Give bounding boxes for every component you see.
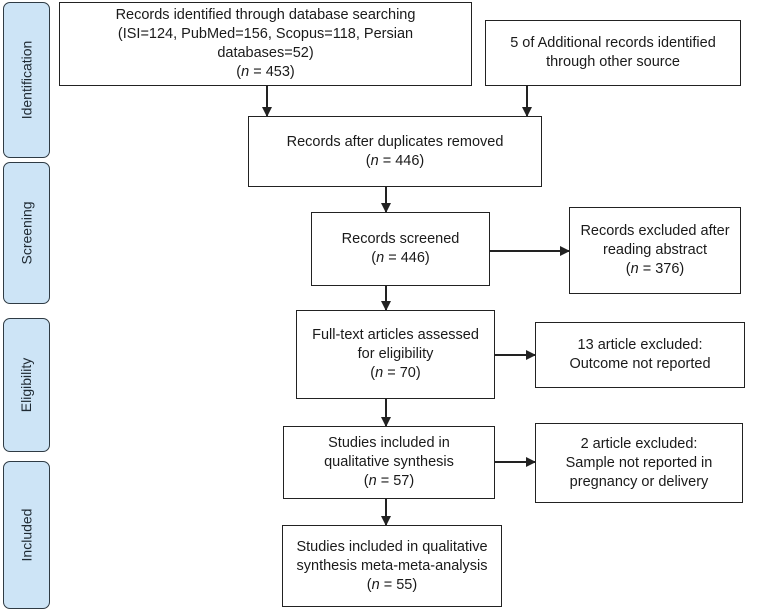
db-search-n: (n = 453) — [236, 64, 295, 80]
excluded-abstract-n: (n = 376) — [625, 261, 685, 277]
excluded-outcome-line1: 13 article excluded: — [577, 337, 703, 353]
db-search-line2: (ISI=124, PubMed=156, Scopus=118, Persia… — [117, 26, 414, 42]
other-source-line1: 5 of Additional records identified — [510, 35, 716, 51]
phase-identification: Identification — [3, 2, 50, 158]
box-excluded-abstract: Records excluded after reading abstract … — [569, 207, 741, 294]
db-search-line3: databases=52) — [217, 45, 314, 61]
box-records-screened: Records screened (n = 446) — [311, 212, 490, 286]
excluded-abstract-line1: Records excluded after — [580, 223, 730, 239]
meta-analysis-line2: synthesis meta-meta-analysis — [296, 557, 488, 574]
duplicates-removed-line1: Records after duplicates removed — [286, 133, 504, 150]
excluded-abstract-n-value: 376 — [655, 261, 680, 277]
box-meta-analysis: Studies included in qualitative synthesi… — [282, 525, 502, 607]
meta-analysis-n: (n = 55) — [366, 576, 418, 593]
db-search-n-value: 453 — [265, 64, 290, 80]
qualitative-n: (n = 57) — [363, 473, 415, 489]
excluded-sample-line3: pregnancy or delivery — [569, 473, 709, 490]
excluded-sample-line1: 2 article excluded: — [580, 435, 698, 452]
full-text-line1: Full-text articles assessed — [312, 327, 479, 343]
meta-analysis-n-value: 55 — [396, 576, 413, 593]
excluded-abstract-line2: reading abstract — [603, 242, 707, 258]
phase-screening: Screening — [3, 162, 50, 304]
box-full-text-assessed: Full-text articles assessed for eligibil… — [296, 310, 495, 399]
excluded-sample-line2: Sample not reported in — [565, 454, 713, 471]
box-other-source: 5 of Additional records identified throu… — [485, 20, 741, 86]
box-excluded-sample: 2 article excluded: Sample not reported … — [535, 423, 743, 503]
meta-analysis-line1: Studies included in qualitative — [296, 538, 488, 555]
box-database-search: Records identified through database sear… — [59, 2, 472, 86]
box-qualitative-synthesis: Studies included in qualitative synthesi… — [283, 426, 495, 499]
screened-n-value: 446 — [400, 250, 425, 266]
qualitative-n-value: 57 — [393, 473, 410, 489]
qualitative-line1: Studies included in — [328, 435, 450, 451]
full-text-line2: for eligibility — [357, 346, 434, 362]
full-text-n: (n = 70) — [370, 365, 421, 381]
qualitative-line2: qualitative synthesis — [324, 454, 454, 470]
screened-line1: Records screened — [341, 231, 460, 247]
box-duplicates-removed: Records after duplicates removed (n = 44… — [248, 116, 542, 187]
duplicates-removed-n: (n = 446) — [365, 152, 425, 169]
box-excluded-outcome: 13 article excluded: Outcome not reporte… — [535, 322, 745, 388]
full-text-n-value: 70 — [399, 365, 416, 381]
phase-eligibility: Eligibility — [3, 318, 50, 452]
other-source-line2: through other source — [546, 54, 680, 70]
phase-included: Included — [3, 461, 50, 609]
db-search-line1: Records identified through database sear… — [115, 7, 416, 23]
duplicates-removed-n-value: 446 — [395, 152, 420, 169]
screened-n: (n = 446) — [371, 250, 430, 266]
excluded-outcome-line2: Outcome not reported — [569, 356, 711, 372]
